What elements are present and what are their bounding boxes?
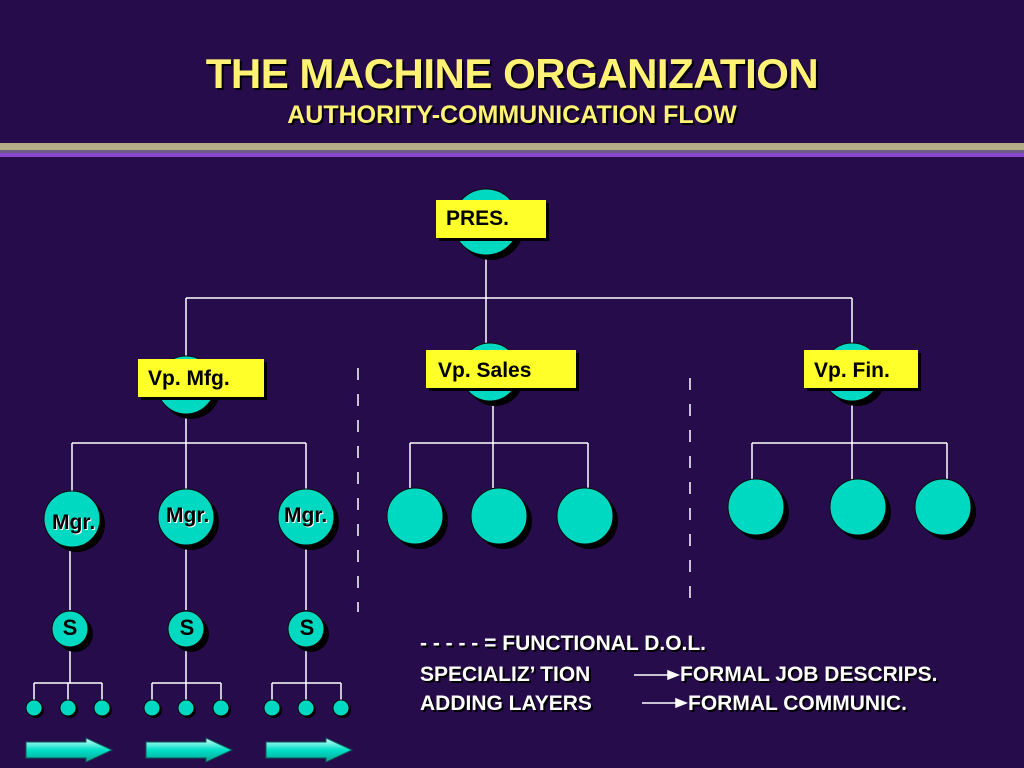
flow-arrow-icon [265, 737, 354, 763]
supervisor-node [51, 610, 93, 652]
worker-node [212, 699, 231, 718]
pres-label: PRES. [436, 200, 546, 238]
worker-node [25, 699, 44, 718]
vp-mfg-label: Vp. Mfg. [138, 359, 264, 397]
flow-arrow-icon [145, 737, 234, 763]
supervisor-node [167, 610, 209, 652]
functional-dividers [357, 368, 691, 612]
worker-node [332, 699, 351, 718]
legend-dashes: - - - - - [420, 632, 479, 655]
mgr-label: Mgr. [284, 504, 328, 527]
finance-staff-node [727, 478, 789, 540]
manager-node [157, 488, 219, 550]
title-divider [0, 143, 1024, 157]
worker-node [93, 699, 112, 718]
sales-staff-node [556, 487, 618, 549]
slide-title: THE MACHINE ORGANIZATION [205, 50, 819, 97]
legend-functional: - - - - - = FUNCTIONAL D.O.L. [420, 632, 706, 656]
supervisor-label: S [62, 615, 78, 640]
legend-functional-text: = FUNCTIONAL D.O.L. [484, 632, 707, 655]
worker-node [263, 699, 282, 718]
sales-staff-node [386, 487, 448, 549]
worker-node [59, 699, 78, 718]
legend-arrows [634, 669, 689, 709]
supervisor-label: S [179, 615, 195, 640]
legend-job-descriptions: FORMAL JOB DESCRIPS. [680, 663, 938, 686]
manager-node [277, 488, 339, 550]
flow-arrows [25, 737, 354, 763]
legend-adding-layers: ADDING LAYERS [420, 692, 592, 715]
sales-staff-node [470, 487, 532, 549]
legend-specialization: SPECIALIZ’ TION [420, 663, 591, 686]
supervisor-label: S [299, 615, 315, 640]
finance-staff-node [829, 478, 891, 540]
legend-communication: FORMAL COMMUNIC. [688, 692, 907, 715]
finance-staff-node [914, 478, 976, 540]
worker-node [143, 699, 162, 718]
worker-node [297, 699, 316, 718]
vp-sales-label: Vp. Sales [426, 350, 576, 388]
slide-subtitle: AUTHORITY-COMMUNICATION FLOW [287, 101, 737, 129]
mgr-label: Mgr. [52, 511, 96, 534]
vp-fin-label: Vp. Fin. [804, 350, 918, 388]
worker-node [177, 699, 196, 718]
manager-node [43, 490, 105, 552]
mgr-label: Mgr. [166, 504, 210, 527]
flow-arrow-icon [25, 737, 114, 763]
supervisor-node [287, 610, 329, 652]
